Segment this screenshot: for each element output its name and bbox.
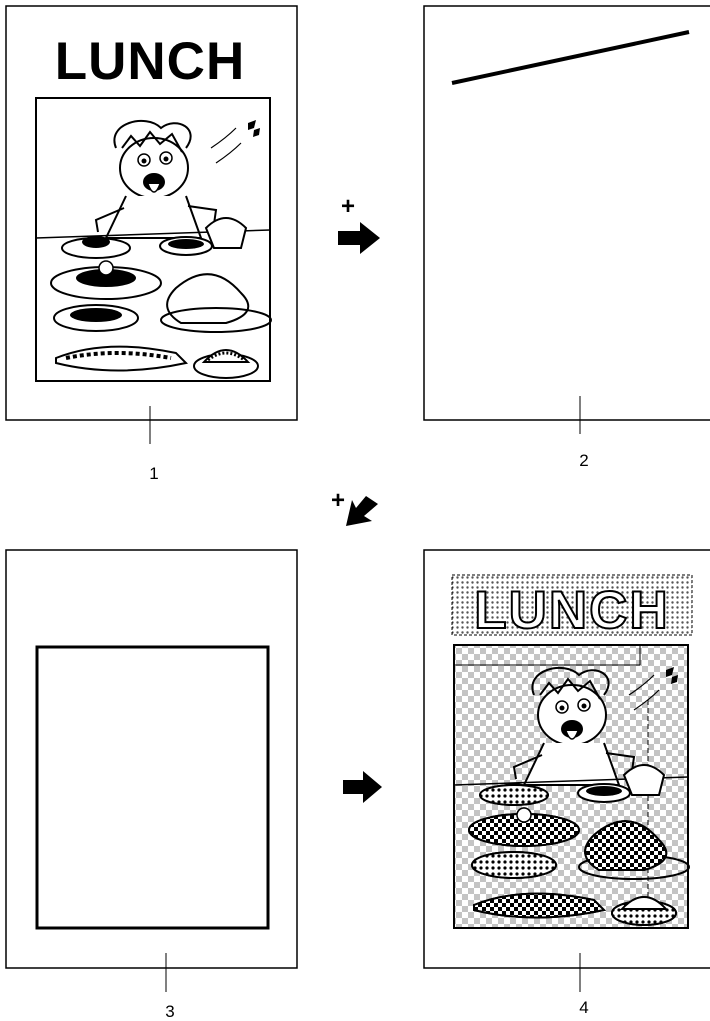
panel-2: 2	[424, 6, 710, 470]
panel-1-label: 1	[149, 464, 158, 483]
panel-1: LUNCH 1	[6, 6, 297, 483]
panel-3: 3	[6, 550, 297, 1021]
panel-3-label: 3	[165, 1002, 174, 1021]
panel-3-frame	[37, 647, 268, 928]
panel-1-title: LUNCH	[55, 32, 245, 91]
panel-4-title: LUNCH	[474, 581, 669, 640]
panel-4: LUNCH 4	[424, 550, 710, 1017]
arrow-right-result-icon	[343, 771, 382, 803]
panel-4-label: 4	[579, 998, 588, 1017]
panel-2-label: 2	[579, 451, 588, 470]
plus-sign-2: +	[331, 487, 345, 514]
plus-sign-1: +	[341, 193, 355, 220]
arrow-down-left-icon	[346, 496, 378, 526]
arrow-right-icon	[338, 222, 380, 254]
